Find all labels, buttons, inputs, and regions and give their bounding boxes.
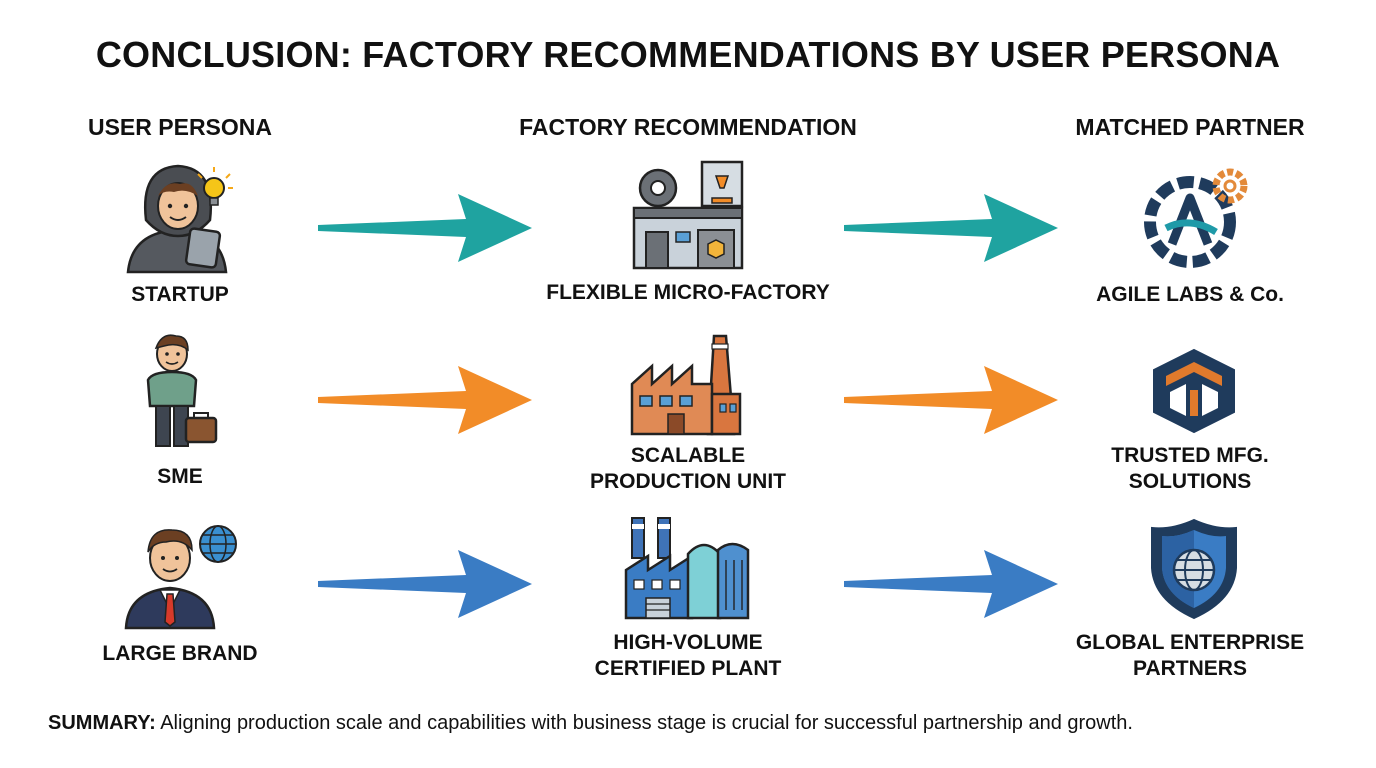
persona-label-sme: SME xyxy=(157,465,203,488)
partner-label-trusted-line2: SOLUTIONS xyxy=(1128,470,1252,493)
column-header-persona: USER PERSONA xyxy=(87,114,273,140)
hexagon-logo-icon xyxy=(1153,348,1235,434)
arrow-startup-to-factory xyxy=(318,194,532,262)
factory-label-scalable-line2: PRODUCTION UNIT xyxy=(590,470,786,493)
page-title: CONCLUSION: FACTORY RECOMMENDATIONS BY U… xyxy=(95,34,1281,75)
summary-body: Aligning production scale and capabiliti… xyxy=(155,712,1133,734)
gear-letter-a-logo-icon xyxy=(1144,168,1248,268)
column-header-factory: FACTORY RECOMMENDATION xyxy=(519,114,857,140)
businessman-with-briefcase-icon xyxy=(146,334,218,447)
factory-label-high-volume-line2: CERTIFIED PLANT xyxy=(594,657,782,680)
micro-factory-3d-printer-icon xyxy=(632,160,744,270)
partner-label-agile-labs: AGILE LABS & Co. xyxy=(1096,283,1284,306)
partner-label-trusted-line1: TRUSTED MFG. xyxy=(1111,444,1269,467)
persona-label-large-brand: LARGE BRAND xyxy=(102,642,258,665)
globe-shield-logo-icon xyxy=(1151,518,1237,620)
factory-label-scalable-line1: SCALABLE xyxy=(630,444,746,467)
executive-with-globe-icon xyxy=(124,525,237,630)
factory-label-micro: FLEXIBLE MICRO-FACTORY xyxy=(546,281,830,304)
summary-label: SUMMARY: xyxy=(48,712,156,734)
column-header-partner: MATCHED PARTNER xyxy=(1075,114,1305,140)
arrow-large-brand-to-partner xyxy=(844,550,1058,618)
arrow-sme-to-partner xyxy=(844,366,1058,434)
factory-label-high-volume-line1: HIGH-VOLUME xyxy=(613,631,763,654)
industrial-plant-icon xyxy=(624,517,750,620)
partner-label-global-line2: PARTNERS xyxy=(1133,657,1247,680)
arrow-large-brand-to-factory xyxy=(318,550,532,618)
arrow-sme-to-factory xyxy=(318,366,532,434)
persona-label-startup: STARTUP xyxy=(131,283,229,306)
arrow-startup-to-partner xyxy=(844,194,1058,262)
hooded-founder-with-tablet-icon xyxy=(126,164,233,274)
brick-factory-icon xyxy=(630,334,742,436)
partner-label-global-line1: GLOBAL ENTERPRISE xyxy=(1075,631,1305,654)
summary-text: SUMMARY: Aligning production scale and c… xyxy=(48,712,1348,735)
